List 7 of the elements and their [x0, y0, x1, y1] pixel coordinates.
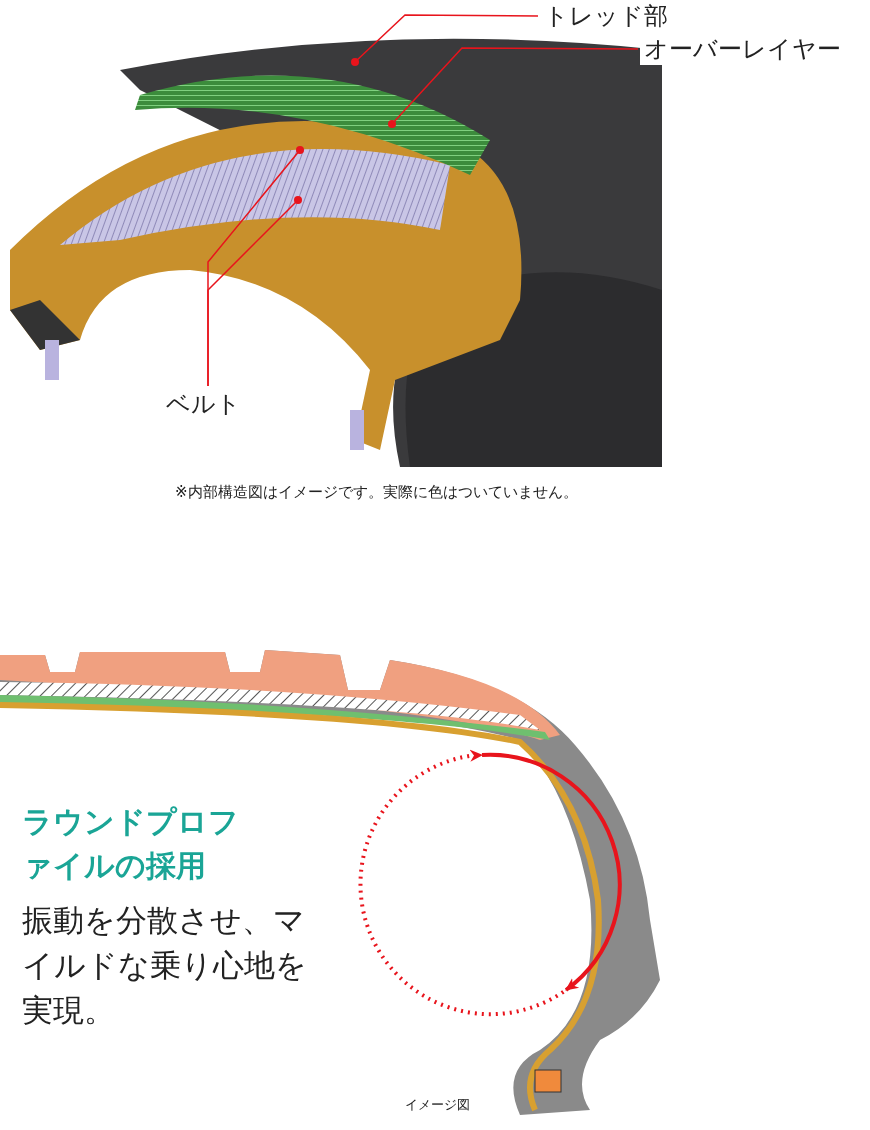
description-text: 振動を分散させ、マイルドな乗り心地を実現。: [22, 901, 308, 1030]
leader-line: [351, 14, 539, 66]
image-caption: イメージ図: [405, 1096, 470, 1114]
leader-line: [207, 196, 302, 387]
note-text: ※内部構造図はイメージです。実際に色はついていません。: [175, 483, 578, 502]
leader-line: [388, 47, 639, 128]
heading: ラウンドプロファイルの採用: [22, 803, 240, 885]
